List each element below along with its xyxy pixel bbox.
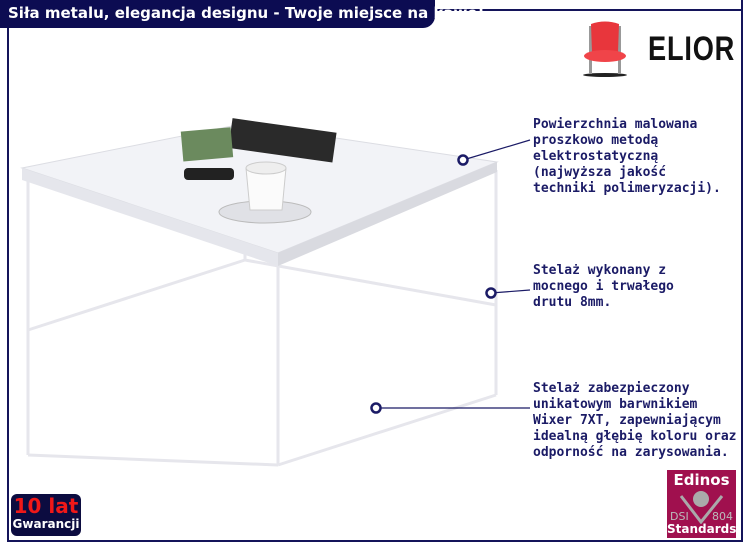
certificate-title: Edinos (673, 471, 730, 489)
certificate-bottom: Standards (667, 522, 737, 536)
book (228, 118, 337, 163)
annotation-coating: Stelaż zabezpieczony unikatowym barwniki… (533, 381, 737, 460)
brand-name: ELIOR (648, 30, 736, 68)
frame-right (741, 0, 743, 542)
warranty-badge: 10 lat Gwarancji (11, 494, 81, 536)
certificate-badge: Edinos DSI 804 Standards (667, 470, 736, 538)
annotation-surface: Powierzchnia malowana proszkowo metodą e… (533, 117, 721, 196)
certificate-right: 804 (712, 510, 733, 523)
annotation-wire-frame: Stelaż wykonany z mocnego i trwałego dru… (533, 263, 674, 310)
certificate-left: DSI (670, 510, 689, 523)
frame-left (7, 20, 9, 542)
headline-banner: Siła metalu, elegancja designu - Twoje m… (0, 0, 484, 28)
warranty-label: Gwarancji (12, 517, 80, 531)
frame-top (430, 9, 743, 11)
warranty-years: 10 lat (13, 494, 79, 518)
certificate-check-icon (679, 491, 724, 524)
frame-bottom (7, 540, 743, 542)
chair-logo-icon (583, 21, 627, 77)
